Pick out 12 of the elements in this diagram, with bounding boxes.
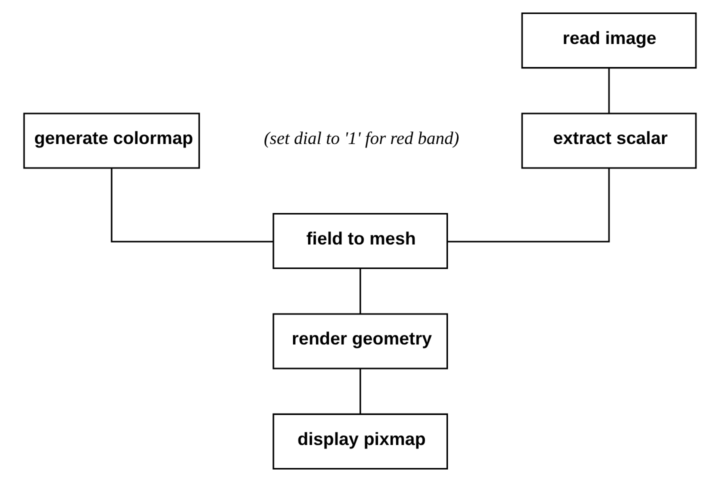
connector — [110, 168, 273, 242]
node-label: (set dial to '1' for red band) — [263, 128, 459, 148]
node-box: render geometry — [272, 313, 448, 370]
connector — [446, 168, 610, 242]
node-box: extract scalar — [520, 112, 696, 169]
connector — [359, 268, 361, 314]
connector — [608, 68, 610, 114]
node-box: read image — [520, 12, 696, 69]
node-box: display pixmap — [272, 413, 448, 470]
connector — [359, 368, 361, 414]
node-box: generate colormap — [22, 112, 200, 169]
node-box: field to mesh — [272, 212, 448, 270]
